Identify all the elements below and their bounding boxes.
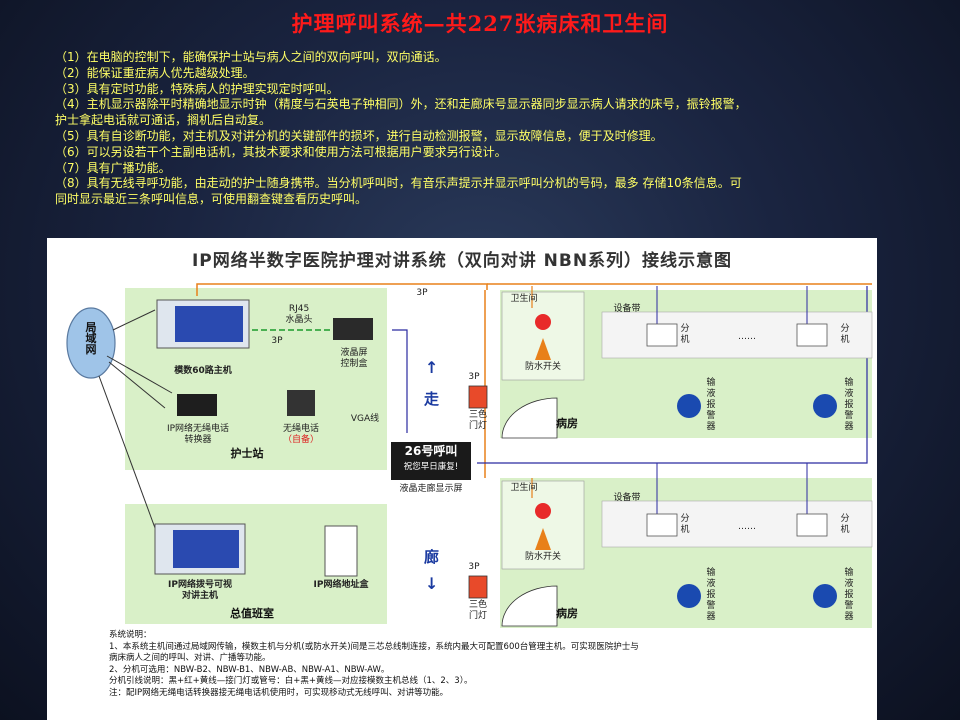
note-line: 2、分机可选用：NBW-B2、NBW-B1、NBW-AB、NBW-A1、NBW-… (109, 664, 390, 675)
feature-item: （1）在电脑的控制下，能确保护士站与病人之间的双向呼叫，双向通话。 (55, 50, 447, 64)
door-light-label-top: 三色 门灯 (468, 410, 487, 431)
cable-3p-bottom-ward: 3P (468, 562, 480, 572)
equipment-strip-label-top: 设备带 (613, 304, 641, 314)
feature-item: （5）具有自诊断功能，对主机及对讲分机的关键部件的损坏，进行自动检测报警，显示故… (55, 128, 663, 143)
infusion-alarm-label-1: 输 液 报 警 器 (706, 378, 716, 432)
bathroom-label-top: 卫生间 (510, 294, 538, 304)
slide-title: 护理呼叫系统—共227张病床和卫生间 (291, 11, 669, 36)
extension-4 (796, 513, 828, 537)
door-light-bottom (468, 575, 488, 599)
infusion-alarm-label-2: 输 液 报 警 器 (844, 378, 854, 432)
cable-3p-host: 3P (271, 336, 283, 346)
extension-3 (646, 513, 678, 537)
cable-3p-top-ward: 3P (468, 372, 480, 382)
wireless-phone-note: （自备） (282, 435, 319, 445)
note-line: 分机引线说明：黑+红+黄线—接门灯或管号：白+黑+黄线—对应接模数主机总线（1、… (109, 676, 473, 686)
dial-host-label: IP网络拨号可视 对讲主机 (168, 580, 232, 601)
feature-item: （7）具有广播功能。 (55, 160, 171, 175)
equipment-strip-label-bottom: 设备带 (613, 493, 641, 503)
lcd-control-box (333, 318, 373, 340)
corridor-display-line1: 26号呼叫 (404, 444, 458, 458)
lan-label: 局 域 网 (85, 321, 97, 356)
infusion-alarm-label-4: 输 液 报 警 器 (844, 568, 854, 622)
corridor-display-line2: 祝您早日康复! (403, 462, 459, 472)
system-notes: 系统说明： 1、本系统主机间通过局域网传输，模数主机与分机(或防水开关)间是三芯… (109, 630, 879, 699)
waterproof-switch-label-bottom: 防水开关 (524, 552, 561, 562)
extension-1 (646, 323, 678, 347)
wireless-converter (177, 394, 217, 416)
feature-item: （4）主机显示器除平时精确地显示时钟（精度与石英电子钟相同）外，还和走廊床号显示… (55, 97, 747, 112)
corridor-display-label: 液晶走廊显示屏 (399, 484, 463, 494)
wireless-phone-label: 无绳电话 (282, 424, 319, 434)
extension-label-2: 分 机 (840, 324, 850, 345)
corridor-char-2: 廊 (424, 548, 440, 566)
wireless-converter-label: IP网络无绳电话 转换器 (166, 424, 230, 445)
feature-item: （2）能保证重症病人优先越级处理。 (55, 65, 255, 80)
infusion-alarm-label-3: 输 液 报 警 器 (706, 568, 716, 622)
infusion-alarm-3 (677, 584, 701, 608)
wiring-lines (66, 283, 873, 627)
vga-label: VGA线 (350, 414, 380, 424)
feature-item: （6）可以另设若干个主副电话机，其技术要求和使用方法可根据用户要求另行设计。 (55, 144, 507, 159)
address-box-label: IP网络地址盒 (313, 580, 369, 590)
waterproof-switch-label-top: 防水开关 (524, 362, 561, 372)
diagram-title: IP网络半数字医院护理对讲系统（双向对讲 NBN系列）接线示意图 (191, 251, 733, 271)
corridor-display-frame (391, 442, 471, 480)
door-light-label-bottom: 三色 门灯 (468, 600, 487, 621)
feature-item: 同时显示最近三条呼叫信息，可使用翻查键查看历史呼叫。 (55, 192, 368, 207)
dots-top: …… (738, 332, 756, 342)
note-line: 病床病人之间的呼叫、对讲、广播等功能。 (109, 653, 271, 663)
extension-label-4: 分 机 (840, 514, 850, 535)
extension-2 (796, 323, 828, 347)
corridor-down-arrow: ↓ (425, 574, 439, 593)
lan-cloud (66, 307, 116, 379)
wiring-diagram: IP网络半数字医院护理对讲系统（双向对讲 NBN系列）接线示意图 (47, 238, 877, 720)
duty-room-label: 总值班室 (230, 607, 274, 620)
infusion-alarm-4 (813, 584, 837, 608)
infusion-alarm-1 (677, 394, 701, 418)
ward-label-bottom: 病房 (556, 607, 578, 620)
rj45-label: RJ45 水晶头 (285, 304, 313, 325)
wireless-phone (287, 390, 315, 416)
note-line: 注：配IP网络无绳电话转换器接无绳电话机使用时，可实现移动式无线呼叫、对讲等功能… (109, 687, 449, 698)
feature-list: （1）在电脑的控制下，能确保护士站与病人之间的双向呼叫，双向通话。 （2）能保证… (55, 50, 945, 208)
note-line: 1、本系统主机间通过局域网传输，模数主机与分机(或防水开关)间是三芯总线制连接，… (109, 641, 639, 652)
feature-item: 护士拿起电话就可通话，搁机后自动复。 (55, 113, 272, 128)
infusion-alarm-2 (813, 394, 837, 418)
ward-label-top: 病房 (556, 417, 578, 430)
extension-label-3: 分 机 (680, 514, 690, 535)
corridor-up-arrow: ↑ (425, 358, 439, 377)
cable-3p-top: 3P (416, 288, 428, 298)
waterproof-switch-bottom (535, 503, 551, 519)
host-label: 模数60路主机 (174, 366, 232, 376)
extension-label-1: 分 机 (680, 324, 690, 345)
bathroom-label-bottom: 卫生间 (510, 483, 538, 493)
feature-item: （8）具有无线寻呼功能，由走动的护士随身携带。当分机呼叫时，有音乐声提示并显示呼… (55, 176, 742, 191)
lcd-box-label: 液晶屏 控制盒 (340, 348, 368, 369)
door-light-top (468, 385, 488, 409)
nurse-station-label: 护士站 (230, 447, 264, 460)
waterproof-switch-top (535, 314, 551, 330)
dots-bottom: …… (738, 522, 756, 532)
corridor-char-1: 走 (424, 390, 440, 408)
address-box (324, 525, 358, 577)
feature-item: （3）具有定时功能，特殊病人的护理实现定时呼叫。 (55, 81, 339, 96)
note-line: 系统说明： (109, 630, 152, 640)
